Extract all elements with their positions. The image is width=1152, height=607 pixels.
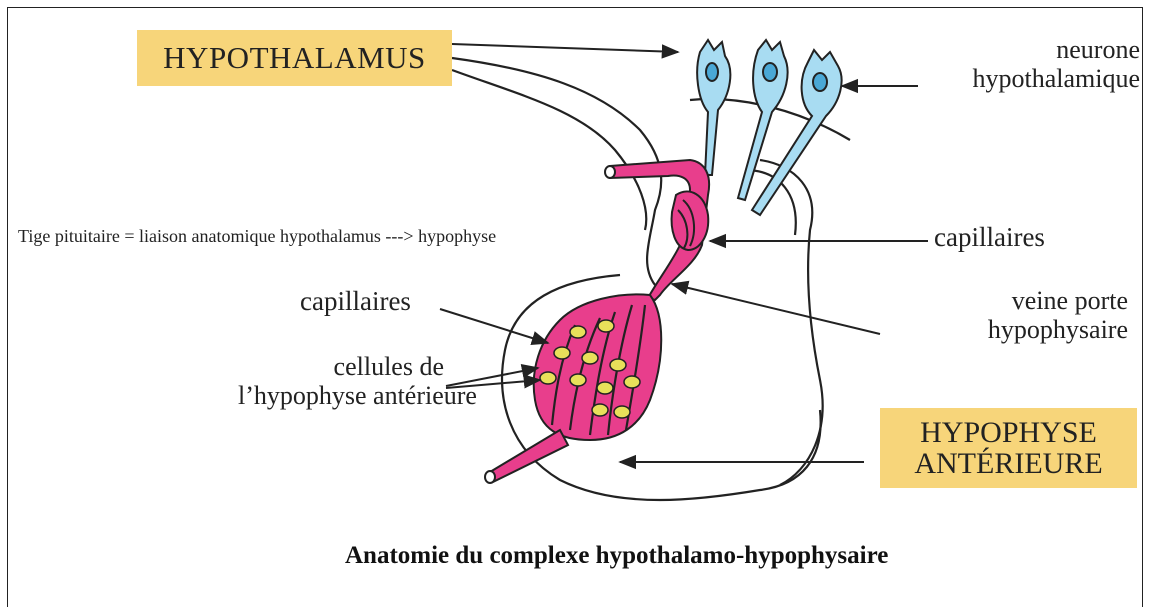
efferent-vein xyxy=(490,430,568,482)
cellules-label-line1: cellules de xyxy=(238,352,444,381)
neuron-2-nucleus xyxy=(763,63,777,81)
neurone-label-line1: neurone xyxy=(900,36,1140,65)
veine-label-line2: hypophysaire xyxy=(878,315,1128,344)
neurone-label-line2: hypothalamique xyxy=(900,65,1140,94)
hypophyse-label-line2: ANTÉRIEURE xyxy=(914,448,1102,480)
arrow-hypothalamus xyxy=(452,44,678,52)
neuron-1-nucleus xyxy=(706,63,718,81)
arrow-veine-porte xyxy=(672,284,880,334)
capillaires-left-label: capillaires xyxy=(300,286,411,317)
portal-vessel-system xyxy=(485,160,709,483)
veine-porte-label: veine porte hypophysaire xyxy=(878,286,1128,344)
hypothalamic-neurons xyxy=(697,40,841,215)
neuron-3-nucleus xyxy=(813,73,827,91)
veine-label-line1: veine porte xyxy=(878,286,1128,315)
vein-stump xyxy=(485,471,495,483)
cellules-label: cellules de l’hypophyse antérieure xyxy=(238,352,444,410)
hypophyse-anterieure-label: HYPOPHYSE ANTÉRIEURE xyxy=(880,408,1137,488)
arrow-capillaires-left xyxy=(440,309,548,343)
hypothalamus-label: HYPOTHALAMUS xyxy=(137,30,452,86)
primary-capillary-plexus xyxy=(672,192,709,250)
neuron-1 xyxy=(697,40,730,175)
figure-title: Anatomie du complexe hypothalamo-hypophy… xyxy=(345,542,888,570)
tige-pituitaire-label: Tige pituitaire = liaison anatomique hyp… xyxy=(18,226,496,247)
hypothalamus-outline xyxy=(452,58,850,485)
hypophyse-label-line1: HYPOPHYSE xyxy=(920,417,1097,449)
artery-stump xyxy=(605,166,615,178)
neurone-hypothalamique-label: neurone hypothalamique xyxy=(900,36,1140,93)
cellules-label-line2: l’hypophyse antérieure xyxy=(238,381,444,410)
capillaires-right-label: capillaires xyxy=(934,222,1045,253)
